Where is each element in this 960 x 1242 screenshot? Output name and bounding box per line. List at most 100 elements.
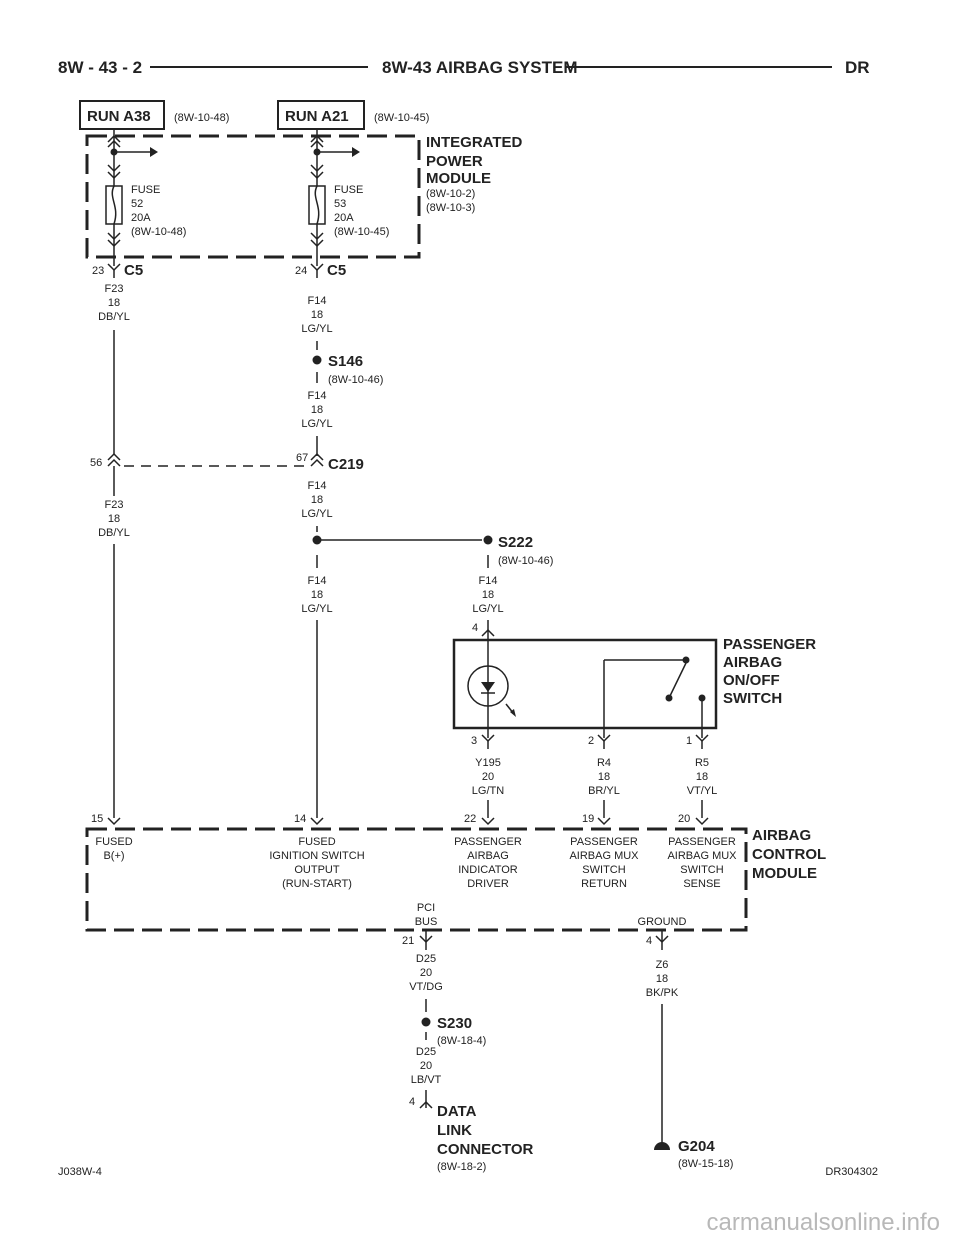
acm-sense-3: SWITCH [680,864,723,876]
acm-ret-4: RETURN [581,878,627,890]
fuse53-l4: (8W-10-45) [334,226,389,238]
c219-pin-left: 56 [90,457,102,469]
s146-name: S146 [328,353,363,370]
switch-title-1: PASSENGER [723,636,816,653]
acm-fused-b-2: B(+) [103,850,124,862]
acm-pci-2: BUS [415,916,438,928]
d25b-gauge: 20 [420,1060,432,1072]
ipm-ref-2: (8W-10-3) [426,202,475,214]
f14a-color: LG/YL [301,323,332,335]
d25b-circuit: D25 [416,1046,436,1058]
acm-ign-3: OUTPUT [294,864,340,876]
switch-pin4: 4 [472,622,478,634]
z6-circuit: Z6 [656,959,669,971]
acm-pin21: 21 [402,935,414,947]
run-a21-box [277,100,365,130]
d25b-color: LB/VT [411,1074,442,1086]
f23-top-circuit: F23 [105,283,124,295]
acm-pin15: 15 [91,813,103,825]
fuse52-l3: 20A [131,212,151,224]
f23-bot-circuit: F23 [105,499,124,511]
acm-pin14: 14 [294,813,306,825]
acm-ind-4: DRIVER [467,878,509,890]
r4-color: BR/YL [588,785,620,797]
d25a-gauge: 20 [420,967,432,979]
c5-left-name: C5 [124,262,143,279]
fuse-53 [308,129,360,266]
c219-name: C219 [328,456,364,473]
run-a38-box [79,100,165,130]
switch-pin2: 2 [588,735,594,747]
passenger-switch-box [452,638,718,730]
acm-boundary [85,827,748,932]
fuse-52 [105,129,158,266]
fuse53-l1: FUSE [334,184,363,196]
ipm-boundary [85,134,421,259]
acm-ind-3: INDICATOR [458,864,518,876]
ipm-title-3: MODULE [426,170,491,187]
acm-sense-1: PASSENGER [668,836,736,848]
switch-pin1: 1 [686,735,692,747]
acm-title-1: AIRBAG [752,827,811,844]
r4-gauge: 18 [598,771,610,783]
f23-top-color: DB/YL [98,311,130,323]
ipm-ref-1: (8W-10-2) [426,188,475,200]
run-a38-label: RUN A38 [87,108,151,125]
f14b-gauge: 18 [311,404,323,416]
f14d-color: LG/YL [301,603,332,615]
acm-ret-2: AIRBAG MUX [569,850,639,862]
fuse52-l4: (8W-10-48) [131,226,186,238]
s230-name: S230 [437,1015,472,1032]
fuse52-l2: 52 [131,198,143,210]
acm-pci-1: PCI [417,902,435,914]
f14b-circuit: F14 [308,390,327,402]
s230-splice [421,1017,431,1027]
f14a-circuit: F14 [308,295,327,307]
acm-pin20: 20 [678,813,690,825]
acm-pin4: 4 [646,935,652,947]
page-number: 8W - 43 - 2 [58,58,142,77]
y195-color: LG/TN [472,785,504,797]
dlc-title-1: DATA [437,1103,477,1120]
acm-ind-1: PASSENGER [454,836,522,848]
f14e-color: LG/YL [472,603,503,615]
acm-sense-2: AIRBAG MUX [667,850,737,862]
acm-title-2: CONTROL [752,846,826,863]
s222-name: S222 [498,534,533,551]
f14e-gauge: 18 [482,589,494,601]
acm-ret-1: PASSENGER [570,836,638,848]
switch-title-4: SWITCH [723,690,782,707]
d25a-color: VT/DG [409,981,443,993]
dlc-title-3: CONNECTOR [437,1141,534,1158]
f14d-gauge: 18 [311,589,323,601]
dlc-pin: 4 [409,1096,415,1108]
c5-right-pin: 24 [295,265,307,277]
z6-gauge: 18 [656,973,668,985]
d25a-circuit: D25 [416,953,436,965]
s230-ref: (8W-18-4) [437,1035,486,1047]
f14c-circuit: F14 [308,480,327,492]
f14c-gauge: 18 [311,494,323,506]
acm-ind-2: AIRBAG [467,850,509,862]
f14e-circuit: F14 [479,575,498,587]
z6-color: BK/PK [646,987,679,999]
run-a21-label: RUN A21 [285,108,349,125]
s222-splice [483,535,493,545]
f23-bot-color: DB/YL [98,527,130,539]
acm-pin19: 19 [582,813,594,825]
switch-title-3: ON/OFF [723,672,780,689]
acm-ign-2: IGNITION SWITCH [269,850,364,862]
acm-fused-b-1: FUSED [95,836,132,848]
switch-pin3: 3 [471,735,477,747]
acm-ign-1: FUSED [298,836,335,848]
f14d-circuit: F14 [308,575,327,587]
acm-ret-3: SWITCH [582,864,625,876]
model-code: DR [845,58,870,77]
s146-splice [312,355,322,365]
page-title: 8W-43 AIRBAG SYSTEM [382,58,578,77]
fuse52-l1: FUSE [131,184,160,196]
ground-icon [654,1142,670,1150]
r5-gauge: 18 [696,771,708,783]
footer-right: DR304302 [825,1166,878,1178]
